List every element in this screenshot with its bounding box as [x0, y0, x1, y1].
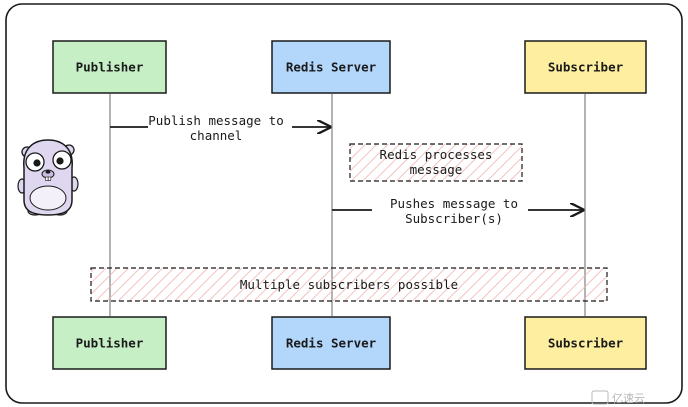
outer-frame: [5, 3, 683, 404]
publisher-box-top: Publisher: [52, 40, 167, 94]
watermark-logo-icon: [591, 390, 609, 405]
redis-label-bottom: Redis Server: [286, 336, 377, 351]
subscriber-box-bottom: Subscriber: [524, 316, 647, 370]
pushes-label-line1: Pushes message to: [390, 196, 518, 211]
publish-label-line1: Publish message to: [148, 113, 283, 128]
gopher-mascot-icon: [17, 139, 79, 216]
watermark-text: 亿速云: [612, 392, 645, 405]
subscriber-label-bottom: Subscriber: [548, 336, 624, 351]
note-processes-line2: message: [410, 162, 463, 177]
note-redis-processes: Redis processes message: [349, 143, 523, 182]
publisher-box-bottom: Publisher: [52, 316, 167, 370]
subscriber-label-top: Subscriber: [548, 60, 624, 75]
subscriber-box-top: Subscriber: [524, 40, 647, 94]
note-processes-line1: Redis processes: [380, 147, 493, 162]
redis-label-top: Redis Server: [286, 60, 377, 75]
message-publish: Publish message to channel: [110, 113, 330, 143]
publisher-label-bottom: Publisher: [76, 336, 144, 351]
note-multiple-text: Multiple subscribers possible: [240, 277, 458, 292]
publisher-label-top: Publisher: [76, 60, 144, 75]
watermark: 亿速云: [591, 390, 645, 405]
pushes-label-line2: Subscriber(s): [405, 211, 503, 226]
message-pushes: Pushes message to Subscriber(s): [332, 196, 583, 226]
publish-label-line2: channel: [190, 128, 243, 143]
note-multiple-subscribers: Multiple subscribers possible: [90, 267, 608, 302]
redis-box-bottom: Redis Server: [271, 316, 391, 370]
redis-box-top: Redis Server: [271, 40, 391, 94]
